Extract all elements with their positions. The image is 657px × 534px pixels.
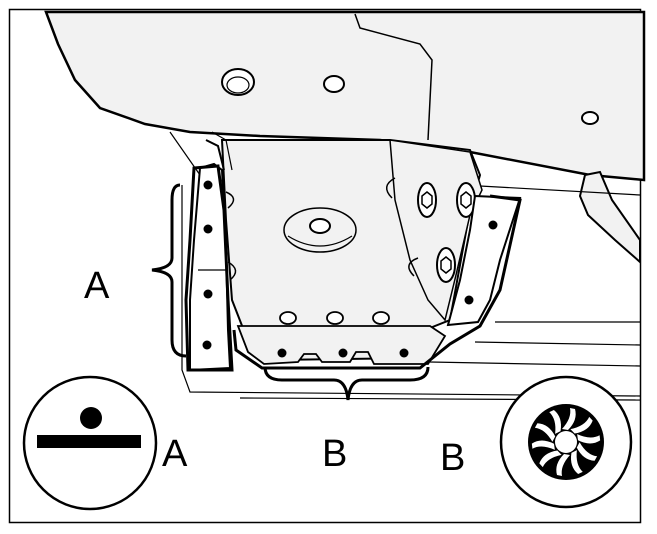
- shield-cutout: [225, 191, 235, 209]
- fastener-dot: [399, 348, 409, 358]
- fan-rotor-icon: [528, 404, 604, 480]
- shield-cutout: [227, 261, 237, 281]
- fastener-dot: [203, 289, 213, 299]
- brace-b: [263, 366, 430, 401]
- side-strut: [578, 170, 641, 265]
- shield-cutout: [386, 177, 396, 199]
- floor-line: [479, 185, 641, 196]
- shield-hole: [309, 218, 331, 234]
- nut-recess: [417, 182, 437, 218]
- fastener-dot: [464, 295, 474, 305]
- nut-recess: [436, 247, 456, 283]
- bracket-fold: [205, 139, 225, 171]
- fastener-dot: [277, 348, 287, 358]
- fastener-dot: [338, 348, 348, 358]
- shield-hole: [326, 311, 344, 325]
- legend-item-a: A: [22, 375, 188, 511]
- floor-line: [474, 341, 641, 346]
- right-bracket-strip: [446, 194, 522, 327]
- fastener-dot: [488, 220, 498, 230]
- hex-nut-icon: [421, 191, 433, 209]
- fastener-dot: [203, 224, 213, 234]
- bracket-fold: [211, 131, 233, 171]
- fastener-dot: [202, 340, 212, 350]
- shield-cutout: [408, 257, 419, 277]
- highlight-outline-a: [184, 164, 234, 372]
- legend-item-b: B: [440, 375, 633, 509]
- panel-hole: [221, 68, 255, 96]
- underbody-panel: [44, 10, 646, 182]
- callout-label-b: B: [322, 433, 347, 475]
- floor-line: [429, 361, 641, 367]
- hex-nut-icon: [460, 191, 472, 209]
- callout-label-a: A: [84, 265, 110, 307]
- brace-a: [151, 183, 187, 358]
- bottom-flange: [236, 325, 447, 365]
- shield-hole: [279, 311, 297, 325]
- legend-label-b: B: [440, 437, 465, 479]
- fastener-dot: [203, 180, 213, 190]
- panel-hole: [323, 75, 345, 93]
- floor-line: [181, 185, 641, 397]
- shield-dome: [283, 207, 357, 253]
- legend-label-a: A: [162, 433, 188, 475]
- shield-dome: [287, 235, 353, 247]
- highlight-outline-b: [232, 194, 522, 370]
- panel-hole: [581, 111, 599, 125]
- hex-nut-icon: [440, 256, 452, 274]
- dot-over-bar-icon: [37, 407, 141, 448]
- shield-hole: [372, 311, 390, 325]
- panel-hole: [226, 76, 250, 94]
- shield-flap: [389, 139, 483, 322]
- panel-seam: [354, 13, 433, 141]
